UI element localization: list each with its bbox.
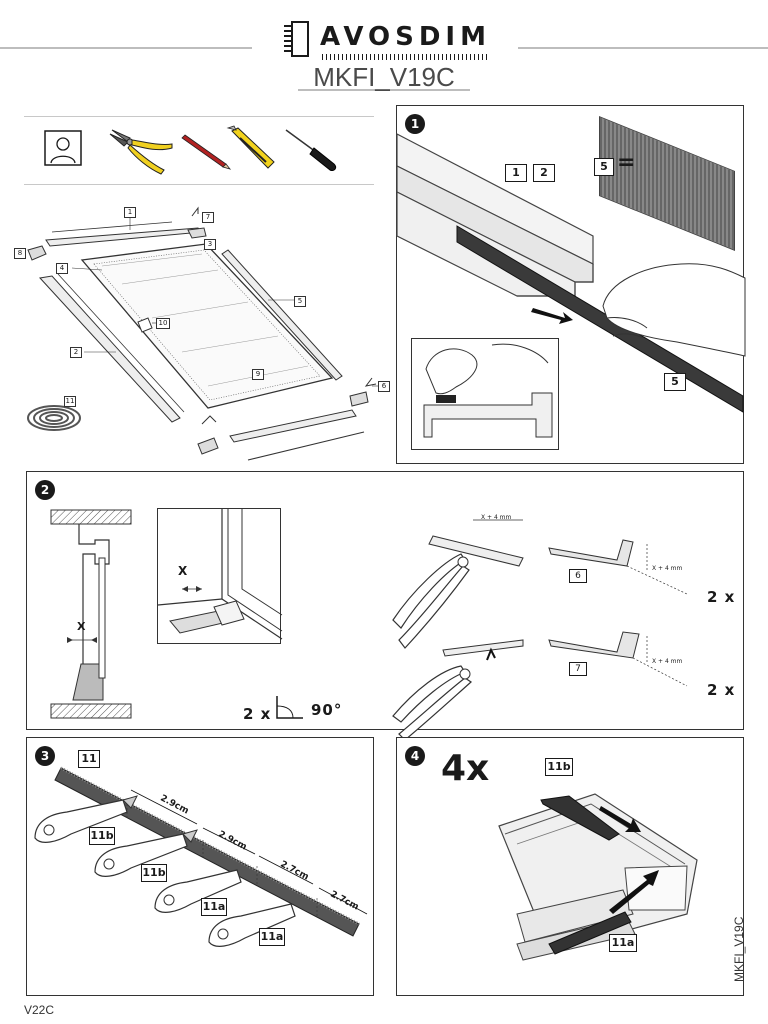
piece-label-11a-2: 11a (259, 928, 285, 946)
bracket-label-6: 6 (569, 569, 587, 583)
step-4-number: 4 (405, 746, 425, 766)
profile-rail-illustration (396, 133, 746, 413)
part-label-11: 11 (64, 396, 76, 407)
step-3-number: 3 (35, 746, 55, 766)
piece-label-11b-1: 11b (89, 827, 115, 845)
header-rule-bottom (298, 89, 470, 91)
left-rail (39, 275, 181, 423)
footer-code: V22C (24, 1003, 55, 1017)
bottom-rail (229, 409, 357, 443)
bracket-6-illustration (548, 539, 688, 595)
corner-bl (197, 437, 219, 455)
part-label-5: 5 (294, 296, 306, 307)
bracket-dimension-6: X + 4 mm (652, 565, 683, 572)
frame-corner-brush-illustration (498, 793, 698, 961)
step4-bottom-label: 11a (609, 934, 637, 952)
step1-brush-label: 5 (594, 158, 614, 176)
header-rule-right (518, 47, 768, 49)
inset-detail (411, 338, 559, 450)
frame-handle (137, 317, 153, 333)
angle-count: 2 x (243, 705, 272, 723)
piece-label-11b-2: 11b (141, 864, 167, 882)
arrow-right (599, 806, 641, 832)
brush-cutting-illustration (34, 766, 368, 947)
wall-x-label: X (77, 620, 86, 633)
brush-11b-piece (540, 795, 620, 841)
push-arrow (531, 308, 573, 324)
knife-icon-4 (208, 903, 296, 947)
step1-equals: = (617, 150, 636, 175)
step-1-number: 1 (405, 114, 425, 134)
step1-part-label-2: 2 (533, 164, 555, 182)
brand-name: AVOSDIM (320, 22, 491, 52)
inset-x-label: X (178, 564, 188, 578)
step1-part-label-1: 1 (505, 164, 527, 182)
screen-frame (80, 243, 334, 409)
knife-icon-3 (154, 869, 242, 913)
inset-profile-illustration (423, 343, 553, 438)
door-logo-icon (284, 21, 309, 57)
step-3-panel: 3 11 2.9cm 2.9cm 2.7c (26, 737, 374, 996)
bracket-label-7: 7 (569, 662, 587, 676)
knife-icon-2 (94, 829, 198, 877)
arrow-up (609, 870, 659, 914)
model-title: MKFI_V19C (313, 62, 455, 92)
step1-strip-label: 5 (664, 373, 686, 391)
brush-11a-piece (548, 911, 632, 955)
wall-section-illustration (50, 509, 132, 719)
frame-corner-illustration (157, 509, 283, 640)
brand-logo: AVOSDIM (282, 20, 492, 60)
pliers-cutting-illustration (392, 519, 524, 741)
pliers-icon (109, 129, 173, 175)
angle-90-icon (276, 696, 303, 719)
part-label-7: 7 (202, 212, 214, 223)
part-label-9: 9 (252, 369, 264, 380)
side-model-code: MKFI_V19C (732, 916, 746, 982)
part-label-8: 8 (14, 248, 26, 259)
hand-illustration (602, 263, 746, 357)
bracket-7-count: 2 x (707, 681, 736, 699)
corner-tl (27, 245, 47, 261)
utility-knife-icon (226, 125, 275, 169)
person-icon (44, 130, 82, 166)
bracket-6-count: 2 x (707, 588, 736, 606)
brush-coil-icon (27, 405, 81, 431)
tools-rule-bottom (24, 184, 374, 185)
piece-label-11a-1: 11a (201, 898, 227, 916)
exploded-parts-diagram (27, 206, 378, 461)
bracket-7-illustration (548, 631, 688, 687)
brush-strip-long (54, 767, 360, 937)
step-1-panel: 1 (396, 105, 746, 464)
pencil-icon (181, 134, 232, 170)
bracket-dimension-7: X + 4 mm (652, 658, 683, 665)
screwdriver-icon (285, 129, 337, 171)
cut-dimension: X + 4 mm (481, 514, 512, 521)
tools-rule-top (24, 116, 374, 117)
part-label-10: 10 (156, 318, 170, 329)
part-label-4: 4 (56, 263, 68, 274)
angle-value: 90° (311, 701, 343, 719)
step-4-panel: 4 4x 11b 11a (396, 737, 744, 996)
part-label-3: 3 (204, 239, 216, 250)
step4-top-label: 11b (545, 758, 573, 776)
corner-tr (187, 227, 207, 239)
knife-icon-1 (34, 795, 138, 843)
step4-count: 4x (441, 748, 490, 789)
part-label-6: 6 (378, 381, 390, 392)
step3-brush-label: 11 (78, 750, 100, 768)
right-rail (221, 249, 343, 381)
brush-strip (456, 225, 744, 413)
corner-br (349, 391, 369, 407)
step-2-panel: 2 X X 2 x 90° (26, 471, 744, 741)
brand-ruler (322, 54, 488, 60)
step-2-number: 2 (35, 480, 55, 500)
part-label-1: 1 (124, 207, 136, 218)
part-label-2: 2 (70, 347, 82, 358)
step2-inset-detail (157, 508, 283, 644)
header-rule-left (0, 47, 252, 49)
